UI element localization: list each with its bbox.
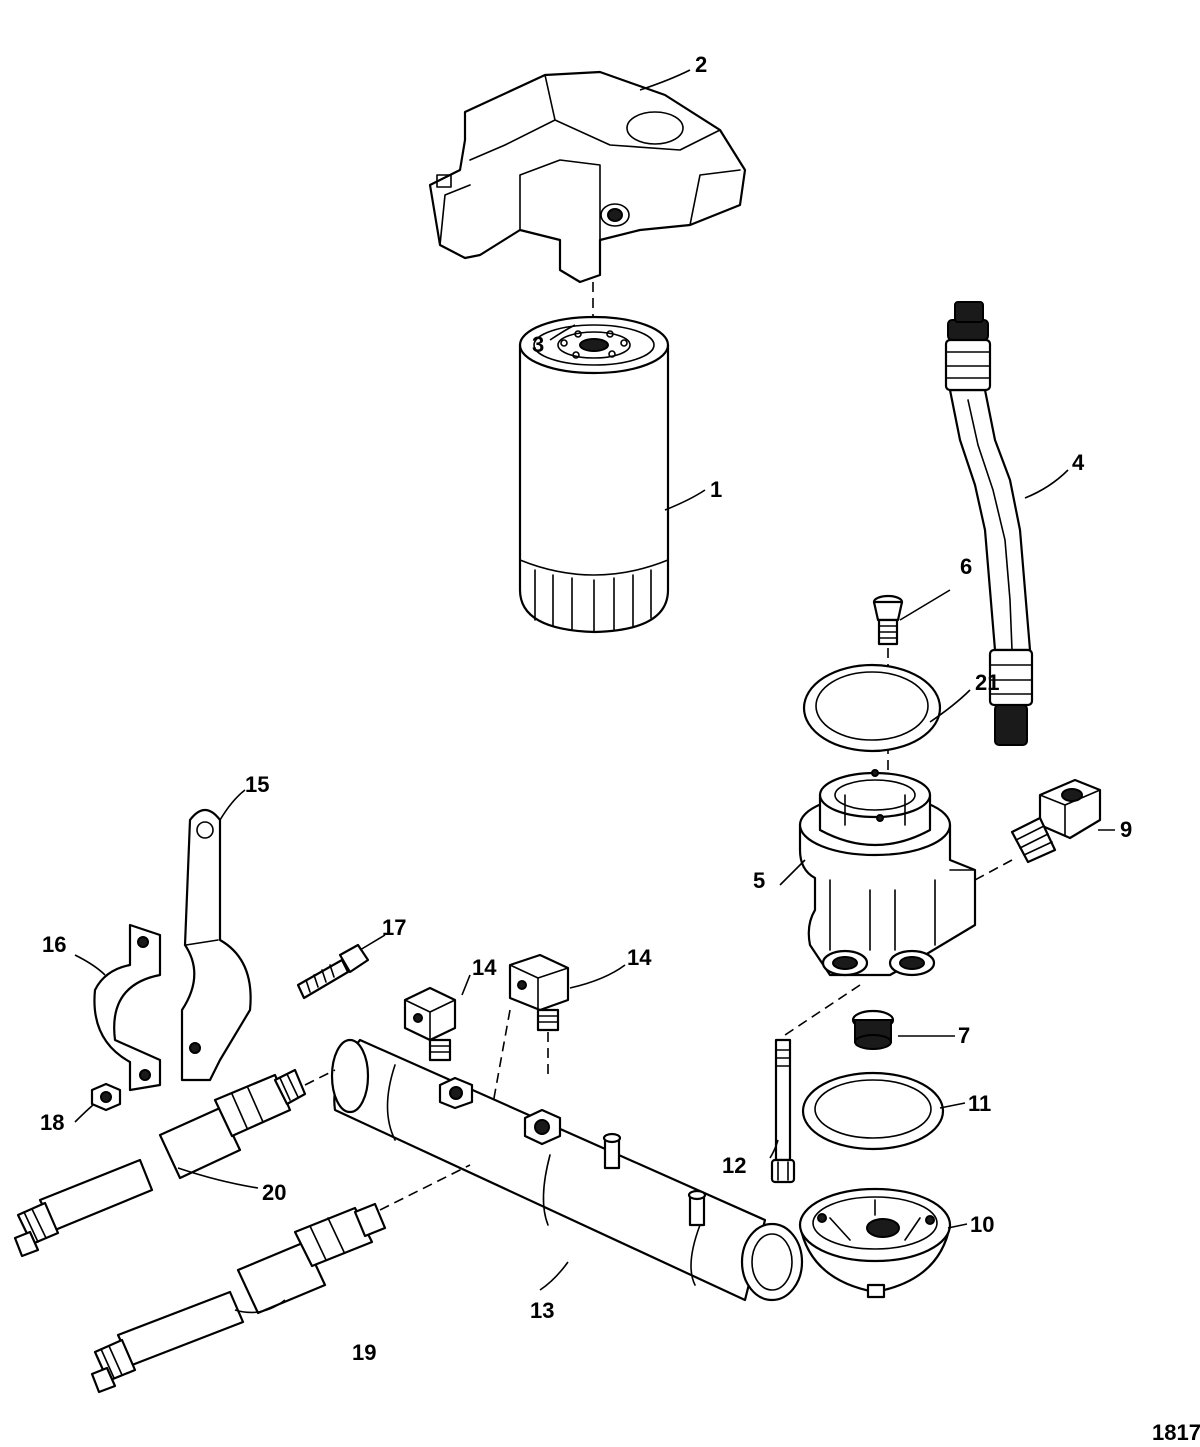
- callout-17: 17: [382, 915, 406, 940]
- callout-18: 18: [40, 1110, 64, 1135]
- callout-20: 20: [262, 1180, 286, 1205]
- fitting-6: [872, 594, 904, 646]
- callout-2: 2: [695, 52, 707, 77]
- o-ring-11: [801, 1071, 945, 1151]
- o-ring-21: [802, 663, 942, 753]
- callout-12: 12: [722, 1153, 746, 1178]
- fitting-14b: [508, 953, 570, 1032]
- callout-19: 19: [352, 1340, 376, 1365]
- figure-reference-number: 1817: [1152, 1420, 1200, 1445]
- end-cover-10: [798, 1187, 952, 1299]
- nut-18: [90, 1082, 122, 1112]
- callout-9: 9: [1120, 817, 1132, 842]
- alignment-line-5-12: [784, 984, 861, 1036]
- callout-7: 7: [958, 1023, 970, 1048]
- callout-4: 4: [1072, 450, 1085, 475]
- bolt-12: [770, 1038, 796, 1184]
- alignment-line-14a: [489, 1009, 511, 1121]
- elbow-fitting-9: [1010, 778, 1102, 864]
- callout-10: 10: [970, 1212, 994, 1237]
- bolt-17: [296, 943, 370, 1000]
- callout-3: 3: [532, 332, 544, 357]
- callout-14a: 14: [472, 955, 497, 980]
- callout-15: 15: [245, 772, 269, 797]
- callout-labels: 2 3 1 4 6 21 15 9 5 17 16 14 14 7 11 18 …: [40, 52, 1132, 1365]
- callout-16: 16: [42, 932, 66, 957]
- fitting-14a: [403, 986, 457, 1062]
- alignment-line-9-5: [974, 859, 1013, 881]
- callout-21: 21: [975, 670, 999, 695]
- oil-filter-1: [518, 315, 670, 634]
- filter-adapter-5: [798, 769, 977, 977]
- hose-assembly-20: [13, 1068, 307, 1258]
- oil-cooler-13: [330, 1038, 804, 1302]
- callout-11: 11: [968, 1091, 991, 1116]
- oil-hose-4: [944, 301, 1034, 746]
- alignment-line-19: [379, 1164, 471, 1211]
- callout-13: 13: [530, 1298, 554, 1323]
- callout-14b: 14: [627, 945, 652, 970]
- hose-assembly-19: [90, 1202, 387, 1394]
- callout-5: 5: [753, 868, 765, 893]
- plug-7: [851, 1009, 895, 1050]
- alignment-line-20: [304, 1069, 336, 1086]
- callout-1: 1: [710, 477, 722, 502]
- filter-mount-bracket: [428, 70, 747, 284]
- clamp-15: [180, 808, 252, 1082]
- callout-6: 6: [960, 554, 972, 579]
- leader-lines: [74, 69, 1115, 1314]
- clamp-16: [93, 923, 162, 1092]
